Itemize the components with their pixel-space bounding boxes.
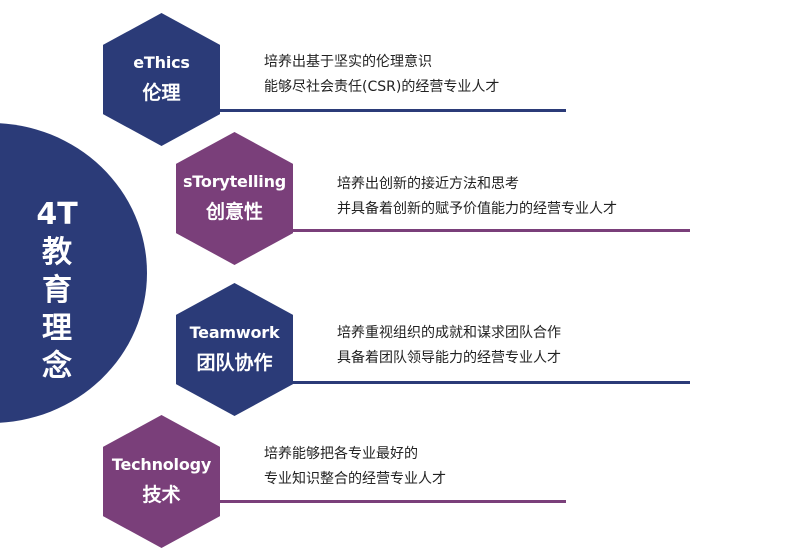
- technology-en-label: Technology: [111, 454, 212, 474]
- ethics-desc-line-2: 能够尽社会责任(CSR)的经营专业人才: [264, 79, 500, 95]
- center-title-line: 育: [42, 273, 72, 308]
- storytelling-zh-label: 创意性: [205, 200, 263, 223]
- ethics-hexagon: eThics 伦理: [103, 13, 220, 146]
- ethics-desc-line-1: 培养出基于坚实的伦理意识: [264, 54, 432, 70]
- teamwork-divider: [270, 381, 690, 384]
- teamwork-en-label: Teamwork: [189, 322, 280, 342]
- teamwork-desc-line-1: 培养重视组织的成就和谋求团队合作: [337, 325, 561, 341]
- technology-desc-line-1: 培养能够把各专业最好的: [264, 446, 418, 462]
- storytelling-divider: [270, 229, 690, 232]
- teamwork-desc-line-2: 具备着团队领导能力的经营专业人才: [337, 350, 561, 366]
- technology-desc-line-2: 专业知识整合的经营专业人才: [264, 471, 446, 487]
- technology-divider: [200, 500, 566, 503]
- ethics-divider: [200, 109, 566, 112]
- technology-description: 培养能够把各专业最好的 专业知识整合的经营专业人才: [264, 442, 446, 492]
- teamwork-description: 培养重视组织的成就和谋求团队合作 具备着团队领导能力的经营专业人才: [337, 321, 561, 371]
- center-title-line: 理: [42, 311, 72, 346]
- teamwork-hexagon: Teamwork 团队协作: [176, 283, 293, 416]
- ethics-zh-label: 伦理: [142, 81, 181, 104]
- center-title-line: 教: [42, 235, 72, 270]
- storytelling-desc-line-1: 培养出创新的接近方法和思考: [337, 176, 519, 192]
- ethics-description: 培养出基于坚实的伦理意识 能够尽社会责任(CSR)的经营专业人才: [264, 50, 499, 100]
- storytelling-en-label: sTorytelling: [182, 171, 287, 191]
- ethics-en-label: eThics: [133, 52, 190, 72]
- teamwork-zh-label: 团队协作: [196, 351, 273, 374]
- storytelling-hexagon: sTorytelling 创意性: [176, 132, 293, 265]
- storytelling-desc-line-2: 并具备着创新的赋予价值能力的经营专业人才: [337, 201, 617, 217]
- technology-hexagon: Technology 技术: [103, 415, 220, 548]
- storytelling-description: 培养出创新的接近方法和思考 并具备着创新的赋予价值能力的经营专业人才: [337, 172, 617, 222]
- center-title-line: 4T: [36, 197, 78, 232]
- center-title: 4T 教 育 理 念: [22, 196, 92, 386]
- technology-zh-label: 技术: [142, 483, 181, 506]
- center-title-line: 念: [42, 349, 72, 384]
